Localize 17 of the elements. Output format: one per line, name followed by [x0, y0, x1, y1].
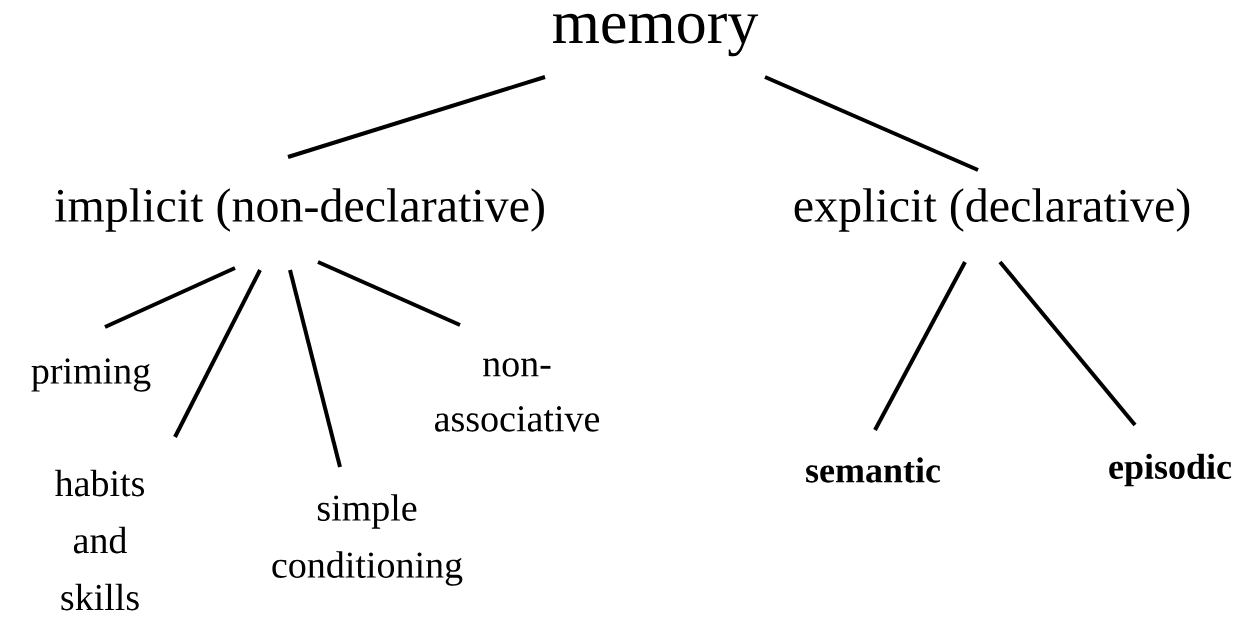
label-text: habits and skills — [55, 469, 144, 611]
label-text: simple conditioning — [272, 494, 463, 586]
label-text: episodic — [1109, 453, 1232, 487]
connector-line — [104, 266, 236, 329]
connector-line — [764, 75, 979, 172]
label-text: implicit (non-declarative) — [55, 188, 544, 232]
connector-line — [173, 269, 262, 438]
connector-line — [288, 269, 342, 468]
label-text: non-associative — [435, 358, 600, 432]
connector-line — [317, 260, 461, 327]
connector-line — [873, 261, 967, 431]
label-text: explicit (declarative) — [794, 188, 1190, 232]
label-text: semantic — [806, 457, 941, 483]
connector-line — [287, 75, 546, 159]
label-text: priming — [31, 358, 151, 392]
label-text: memory — [553, 13, 759, 57]
connector-line — [998, 260, 1137, 427]
